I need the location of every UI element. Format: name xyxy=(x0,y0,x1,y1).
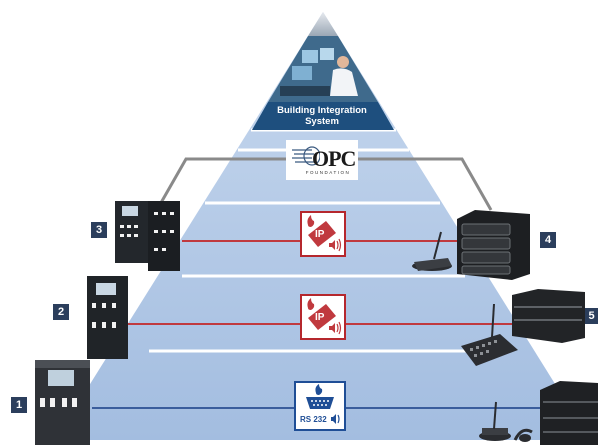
microphone-level1 xyxy=(479,401,533,442)
operator-photo-icon xyxy=(280,48,358,96)
badge-3: 3 xyxy=(91,222,107,238)
fire-panel-level1 xyxy=(35,360,90,445)
fire-icon xyxy=(307,298,315,310)
ip-protocol-box-upper: IP xyxy=(300,211,346,257)
audio-rack-level4 xyxy=(457,210,530,280)
opc-foundation-logo: OPC FOUNDATION xyxy=(286,140,358,180)
fire-panel-level2 xyxy=(87,276,128,359)
rs232-protocol-box: RS 232 xyxy=(294,381,346,431)
ip-plug-icon xyxy=(308,221,336,247)
ip-plug-icon xyxy=(308,304,336,330)
call-station-level5 xyxy=(461,303,518,366)
opc-link-lines xyxy=(156,157,493,211)
equipment-rack-level1 xyxy=(540,381,598,445)
speaker-icon xyxy=(329,321,342,335)
serial-port-icon xyxy=(306,397,334,409)
apex-title-band xyxy=(252,102,394,130)
rs232-label: RS 232 xyxy=(300,415,327,424)
badge-1: 1 xyxy=(11,397,27,413)
system-title: Building Integration System xyxy=(277,105,367,127)
speaker-icon xyxy=(331,414,340,424)
fire-icon xyxy=(315,384,323,395)
badge-2: 2 xyxy=(53,304,69,320)
fire-icon xyxy=(307,215,315,227)
badge-4: 4 xyxy=(540,232,556,248)
ip-label: IP xyxy=(315,229,325,240)
badge-5: 5 xyxy=(585,308,598,324)
fire-panel-level3 xyxy=(115,201,180,271)
amplifier-stack-level5 xyxy=(512,289,585,343)
desk-microphone-level4 xyxy=(412,231,452,271)
speaker-icon xyxy=(329,238,342,252)
apex-cap xyxy=(308,12,338,36)
opc-globe-icon xyxy=(292,146,320,166)
ip-label: IP xyxy=(315,312,325,323)
ip-protocol-box-lower: IP xyxy=(300,294,346,340)
